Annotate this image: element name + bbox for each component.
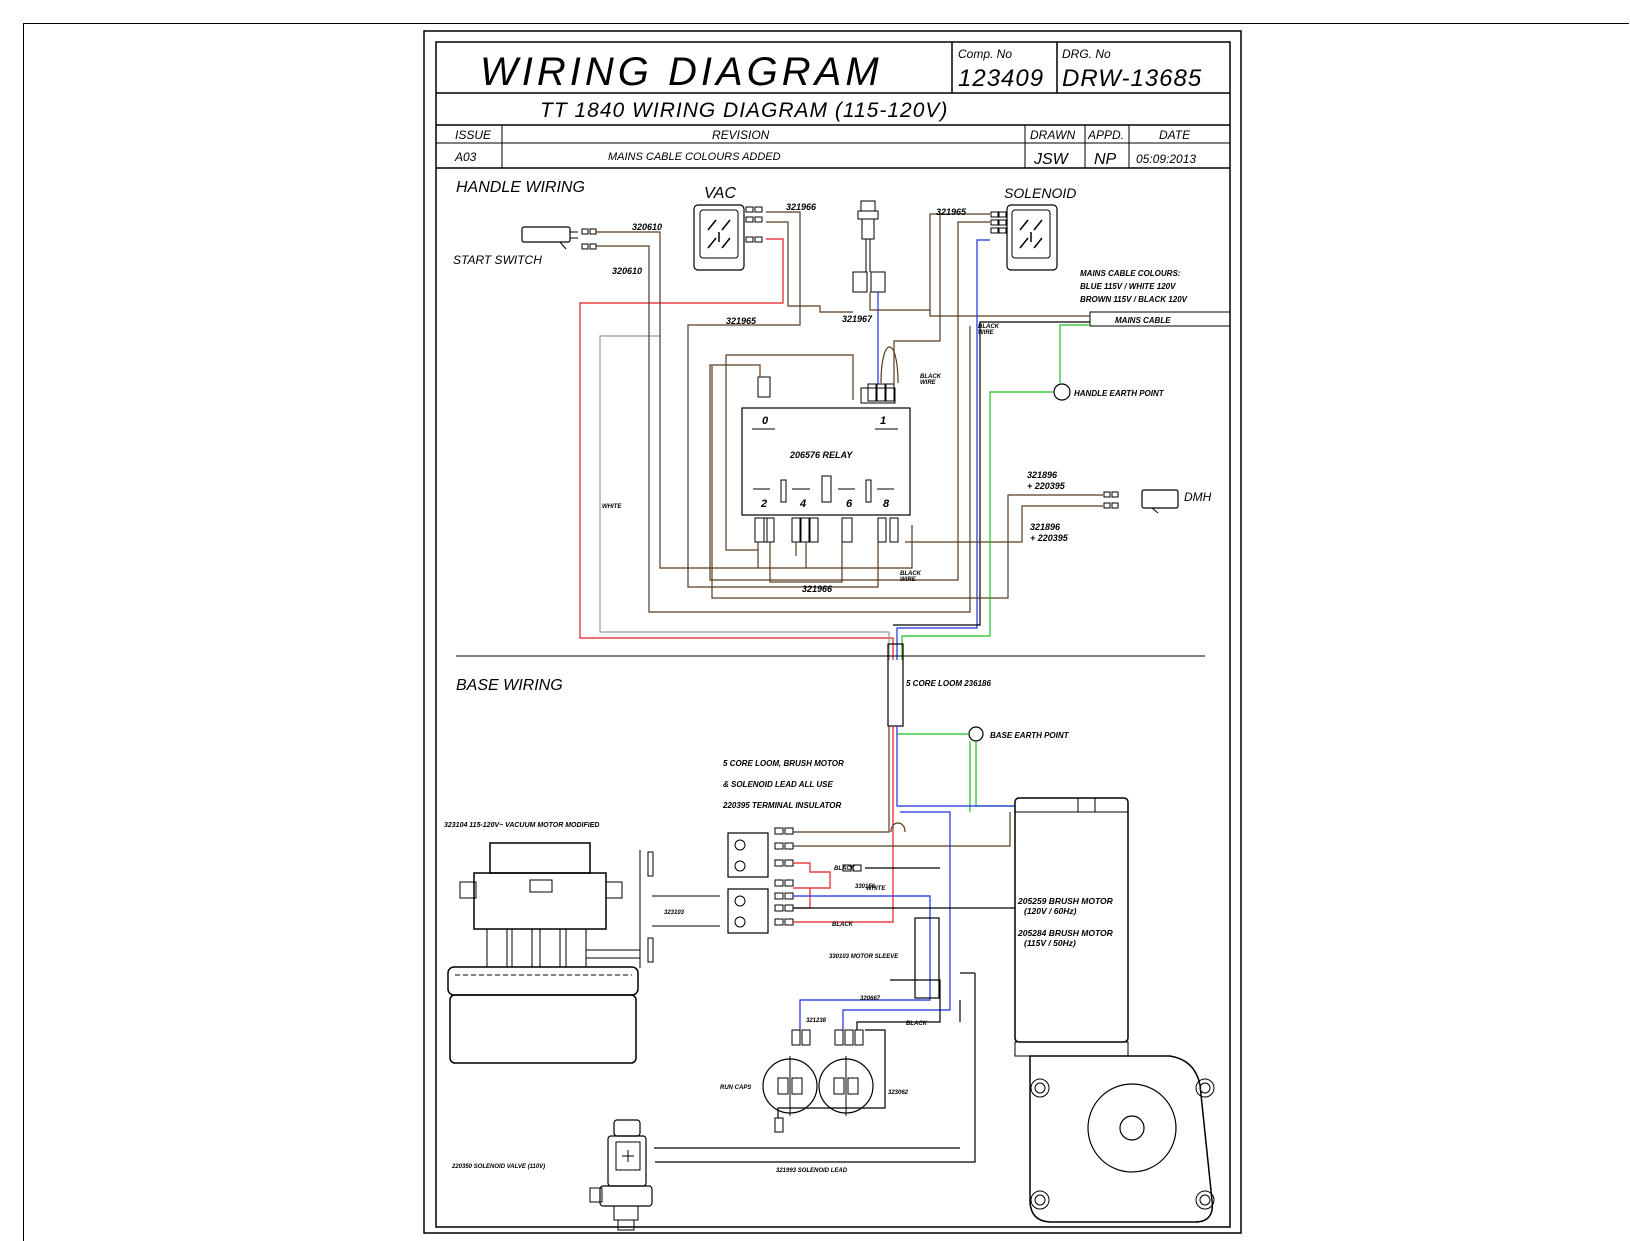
drawn-label: DRAWN <box>1030 128 1075 142</box>
date-value: 05:09:2013 <box>1136 152 1196 166</box>
black-wire-label-1b: WIRE <box>978 330 995 336</box>
wire-320610-b: 320610 <box>612 266 642 276</box>
wire-323062: 323062 <box>888 1090 909 1096</box>
comp-no-label: Comp. No <box>958 47 1012 61</box>
relay-pin-0: 0 <box>762 415 769 427</box>
sheet-inner-border <box>435 41 1231 1228</box>
wire-321965-b: 321965 <box>726 316 757 326</box>
date-label: DATE <box>1159 128 1191 142</box>
panel-lamp <box>852 200 886 293</box>
relay-pin-1: 1 <box>880 415 886 427</box>
appd-label: APPD. <box>1087 128 1124 142</box>
solenoid-valve: 220350 SOLENOID VALVE (110V) <box>451 1119 653 1231</box>
note-line-2: & SOLENOID LEAD ALL USE <box>723 780 833 789</box>
motor-sleeve-label: 330103 MOTOR SLEEVE <box>829 954 899 960</box>
wire-220395-a: + 220395 <box>1027 481 1066 491</box>
black-label-1: BLACK <box>834 866 856 872</box>
black-wire-label-2b: WIRE <box>920 380 937 386</box>
solenoid-switch <box>990 204 1058 271</box>
black-wire-label-3: BLACK <box>900 571 922 577</box>
mains-colours-line-1: BLUE 115V / WHITE 120V <box>1080 282 1176 291</box>
main-title: WIRING DIAGRAM <box>480 50 883 94</box>
relay-pin-4: 4 <box>799 498 806 510</box>
mains-cable: MAINS CABLE MAINS CABLE COLOURS: BLUE 11… <box>1080 269 1231 327</box>
sheet-outer-border <box>423 30 1242 1234</box>
handle-earth-point <box>1053 383 1071 401</box>
drg-no: DRW-13685 <box>1062 65 1202 92</box>
loom-label: 5 CORE LOOM 236186 <box>906 679 991 688</box>
mains-cable-label: MAINS CABLE <box>1115 316 1171 325</box>
white-wire-label: WHITE <box>602 504 622 510</box>
black-wire-label-2: BLACK <box>920 374 942 380</box>
note-line-3: 220395 TERMINAL INSULATOR <box>722 801 841 810</box>
start-switch-label: START SWITCH <box>453 253 542 267</box>
comp-no: 123409 <box>958 65 1044 92</box>
wire-330156: 330156 <box>855 884 876 890</box>
relay-pin-2: 2 <box>760 498 767 510</box>
black-label-2: BLACK <box>832 922 854 928</box>
white-label-1: WHITE <box>866 886 886 892</box>
base-earth-point <box>968 726 984 742</box>
revision-value: MAINS CABLE COLOURS ADDED <box>608 151 781 163</box>
vac-switch <box>693 204 763 271</box>
issue-label: ISSUE <box>455 128 492 142</box>
run-caps: RUN CAPS 323062 <box>720 1029 909 1133</box>
vacuum-motor: 323104 115-120V~ VACUUM MOTOR MODIFIED 3… <box>444 822 720 1064</box>
note-line-1: 5 CORE LOOM, BRUSH MOTOR <box>723 759 844 768</box>
wire-321896-a: 321896 <box>1027 470 1058 480</box>
appd-value: NP <box>1094 151 1117 168</box>
title-block: WIRING DIAGRAM Comp. No 123409 DRG. No D… <box>436 42 1230 169</box>
wire-323103: 323103 <box>664 910 685 916</box>
dmh-switch: DMH <box>1103 489 1212 514</box>
drawing-subtitle: TT 1840 WIRING DIAGRAM (115-120V) <box>540 99 948 122</box>
base-wires <box>654 726 1015 1163</box>
wire-220395-b: + 220395 <box>1030 533 1069 543</box>
drg-no-label: DRG. No <box>1062 47 1111 61</box>
revision-label: REVISION <box>712 128 770 142</box>
wire-320667: 320667 <box>860 996 881 1002</box>
drawn-value: JSW <box>1033 151 1070 168</box>
wire-321966-b: 321966 <box>802 584 833 594</box>
issue-value: A03 <box>454 150 477 164</box>
wire-321966-a: 321966 <box>786 202 817 212</box>
five-core-loom <box>887 643 904 727</box>
mains-colours-title: MAINS CABLE COLOURS: <box>1080 269 1181 278</box>
brush-motor-1: 205259 BRUSH MOTOR <box>1017 896 1114 906</box>
brush-motor-2-spec: (115V / 50Hz) <box>1024 938 1076 948</box>
wire-321238: 321238 <box>806 1018 827 1024</box>
handle-earth-label: HANDLE EARTH POINT <box>1074 389 1165 398</box>
vac-motor-label: 323104 115-120V~ VACUUM MOTOR MODIFIED <box>444 822 599 829</box>
handle-wiring-heading: HANDLE WIRING <box>456 179 585 196</box>
motor-sleeve <box>914 917 940 999</box>
start-switch <box>521 226 597 250</box>
black-wire-label-1: BLACK <box>978 324 1000 330</box>
solenoid-valve-label: 220350 SOLENOID VALVE (110V) <box>451 1164 545 1170</box>
solenoid-label: SOLENOID <box>1004 185 1076 201</box>
wire-321896-b: 321896 <box>1030 522 1061 532</box>
vac-label: VAC <box>704 185 736 202</box>
brush-motor-1-spec: (120V / 60Hz) <box>1024 906 1077 916</box>
relay-pin-6: 6 <box>846 498 853 510</box>
dmh-label: DMH <box>1184 490 1212 504</box>
brush-motor-2: 205284 BRUSH MOTOR <box>1017 928 1114 938</box>
terminal-blocks <box>727 827 862 934</box>
solenoid-lead-label: 321993 SOLENOID LEAD <box>776 1168 848 1174</box>
handle-wires <box>579 211 1103 660</box>
black-wire-label-3b: WIRE <box>900 577 917 583</box>
relay: 0 1 206576 RELAY 2 4 6 8 <box>741 376 911 543</box>
wire-320610-a: 320610 <box>632 222 662 232</box>
base-earth-label: BASE EARTH POINT <box>990 731 1070 740</box>
mains-colours-line-2: BROWN 115V / BLACK 120V <box>1080 295 1188 304</box>
black-label-3: BLACK <box>906 1021 928 1027</box>
relay-pin-8: 8 <box>883 498 890 510</box>
brush-motor: 205259 BRUSH MOTOR (120V / 60Hz) 205284 … <box>1014 797 1215 1223</box>
page-frame <box>23 23 1629 1241</box>
wire-321965-a: 321965 <box>936 207 967 217</box>
base-wiring-heading: BASE WIRING <box>456 677 563 694</box>
wire-321967: 321967 <box>842 314 873 324</box>
run-caps-label: RUN CAPS <box>720 1085 751 1091</box>
relay-label: 206576 RELAY <box>789 450 853 460</box>
